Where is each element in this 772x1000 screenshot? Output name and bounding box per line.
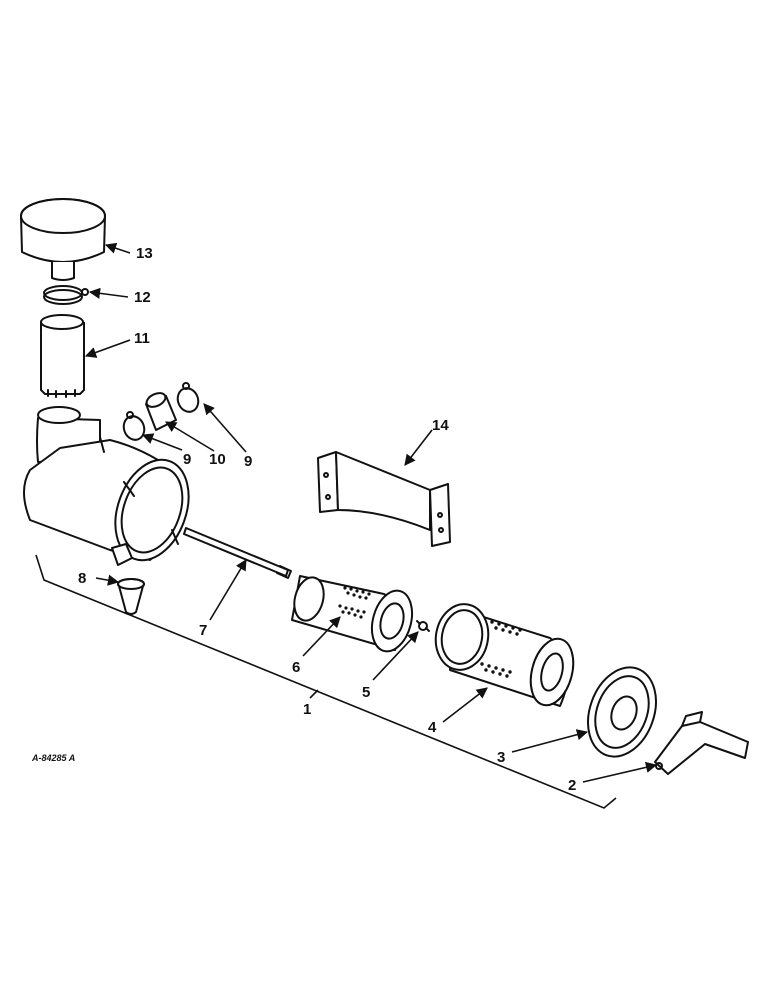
mounting-bracket xyxy=(317,451,451,547)
figure-reference-code: A-84285 A xyxy=(31,753,75,763)
assembly-bracket-tick xyxy=(309,689,319,699)
air-cleaner-body xyxy=(23,406,190,566)
callout-5: 5 xyxy=(362,684,370,701)
callout-12: 12 xyxy=(134,289,151,306)
callout-13: 13 xyxy=(136,245,153,262)
callout-6: 6 xyxy=(292,659,300,676)
callout-10: 10 xyxy=(209,451,226,468)
intake-pipe xyxy=(40,314,85,398)
hose-clamp-upper xyxy=(43,285,89,305)
callout-9-left: 9 xyxy=(183,451,191,468)
callout-9-right: 9 xyxy=(244,453,252,470)
hose-clamp-right xyxy=(176,382,200,413)
callout-2: 2 xyxy=(568,777,576,794)
assembly-bracket-line xyxy=(35,554,617,809)
callout-8: 8 xyxy=(78,570,86,587)
callout-3: 3 xyxy=(497,749,505,766)
wing-nut xyxy=(416,620,430,632)
callout-1: 1 xyxy=(303,701,311,718)
outer-filter-element xyxy=(434,603,575,707)
callout-14: 14 xyxy=(432,417,449,434)
leader-lines xyxy=(84,242,658,783)
callout-7: 7 xyxy=(199,622,207,639)
wing-rod xyxy=(183,527,292,579)
support-bracket xyxy=(654,711,749,775)
callout-4: 4 xyxy=(428,719,437,736)
callout-11: 11 xyxy=(134,330,150,347)
hose-clamp-left xyxy=(122,411,146,441)
hose-connector xyxy=(145,392,177,431)
inner-filter-element xyxy=(291,575,414,653)
dust-unloader-valve xyxy=(117,578,145,615)
end-cover xyxy=(587,666,657,758)
precleaner-cap xyxy=(20,198,106,281)
